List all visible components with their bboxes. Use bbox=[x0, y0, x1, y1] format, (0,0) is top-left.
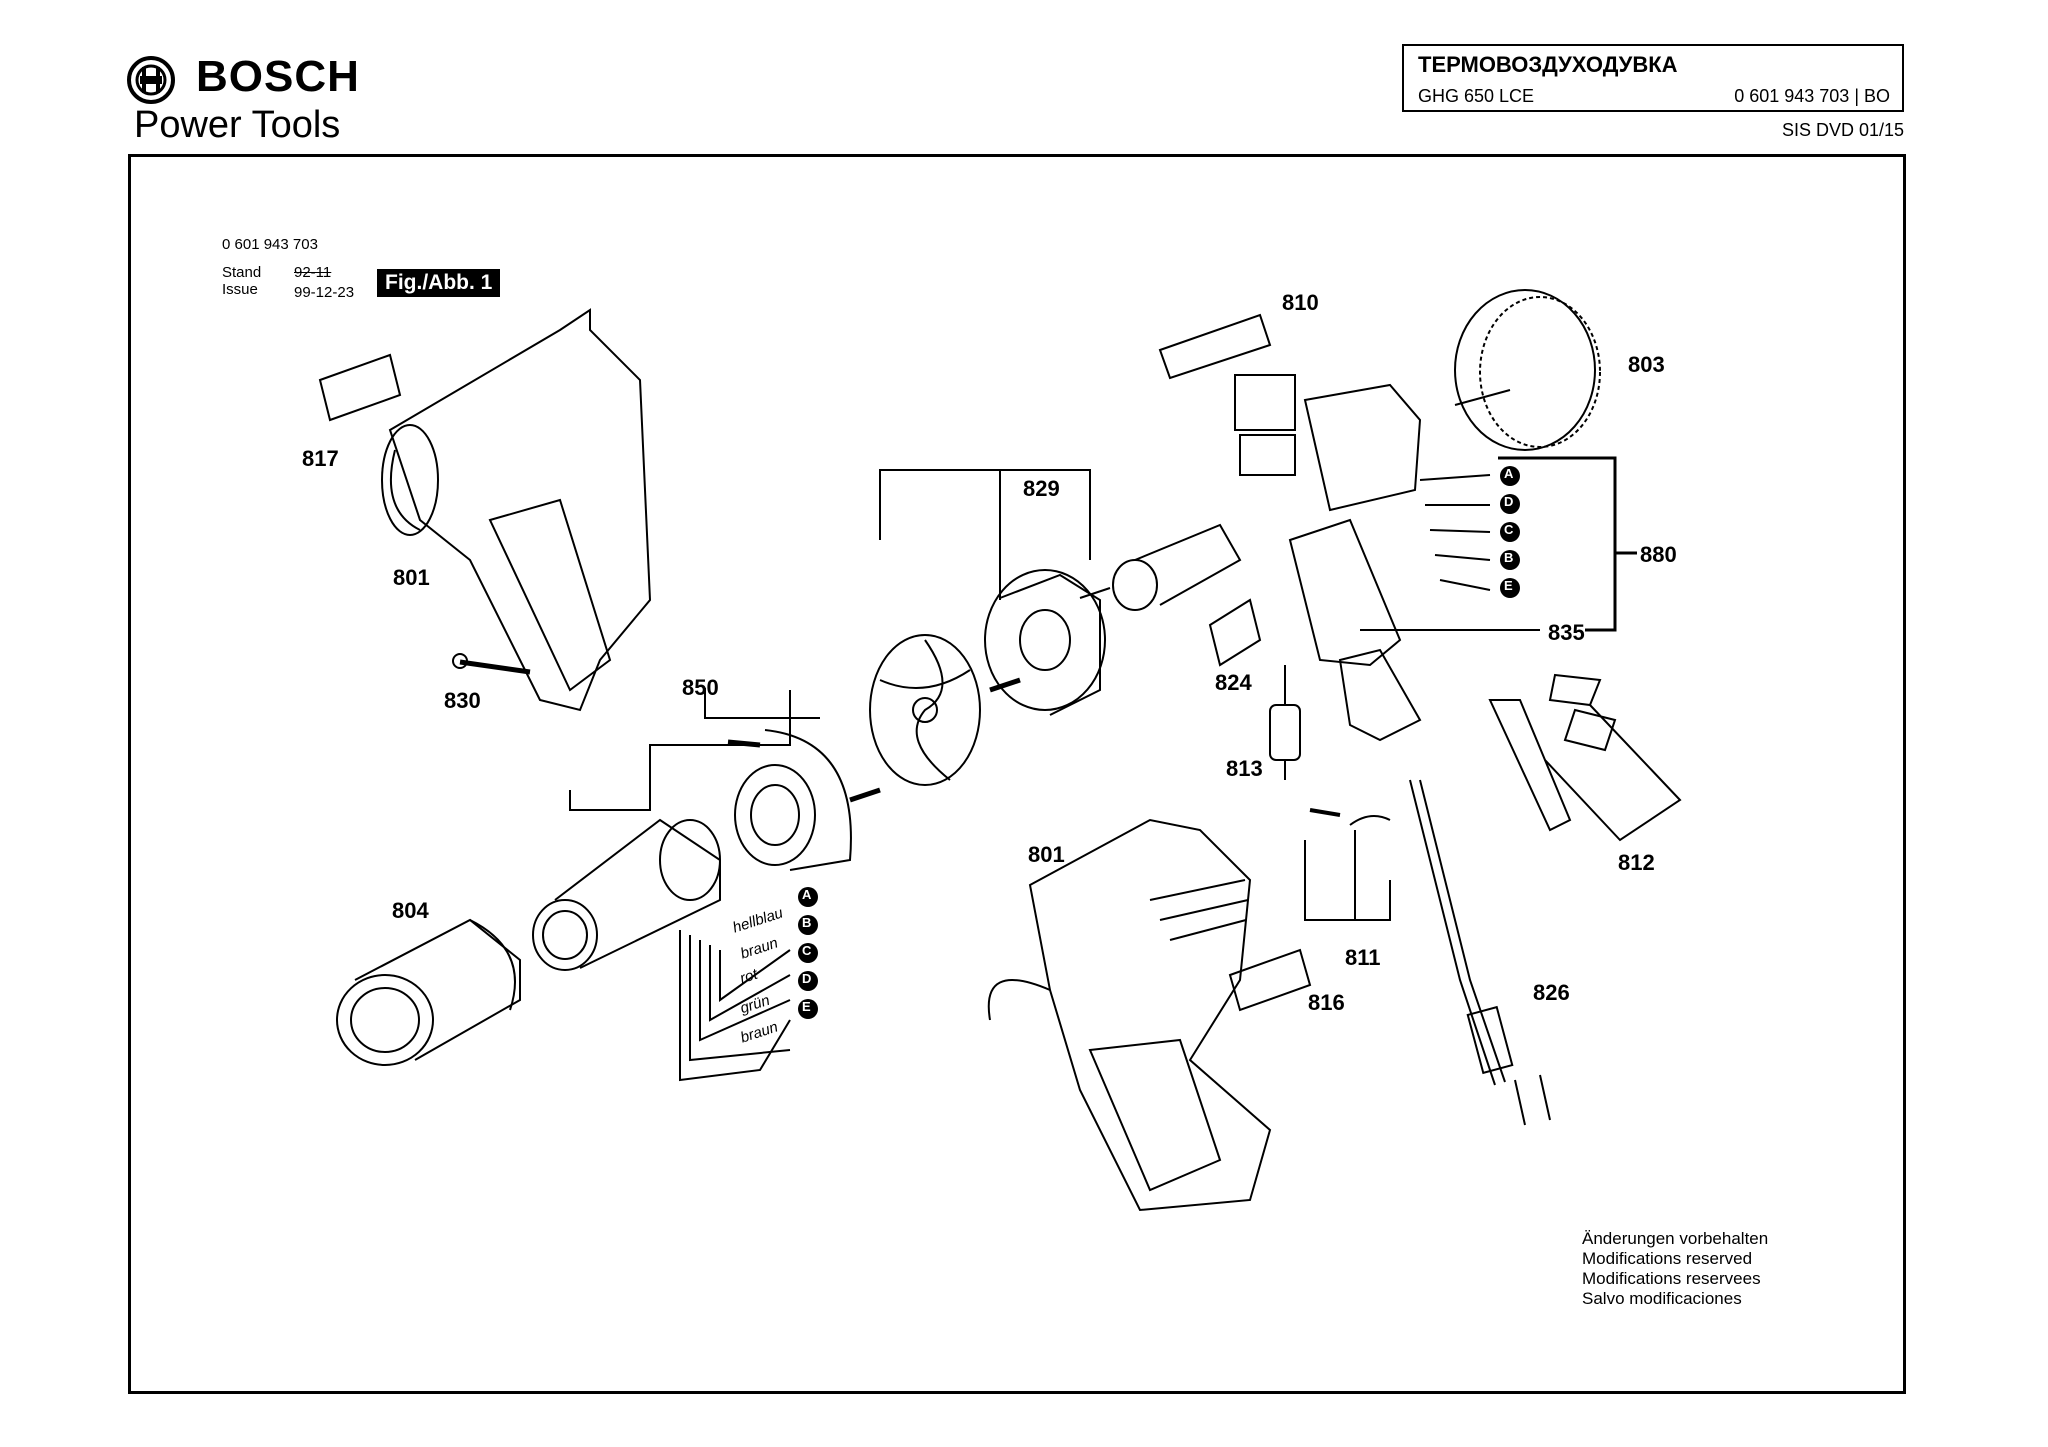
cable-clamp-812 bbox=[1488, 673, 1682, 842]
power-cable-826 bbox=[1409, 779, 1551, 1126]
wire-letter-e-left: E bbox=[802, 999, 811, 1014]
issue-value: 99-12-23 bbox=[294, 284, 355, 301]
wire-letter-b-left: B bbox=[802, 915, 812, 930]
callout-803: 803 bbox=[1628, 352, 1665, 377]
callout-817: 817 bbox=[302, 446, 339, 471]
note-es: Salvo modificaciones bbox=[1582, 1289, 1742, 1308]
document-title: ТЕРМОВОЗДУХОДУВКА bbox=[1418, 52, 1678, 77]
exploded-view-drawing bbox=[318, 289, 1682, 1212]
stand-label: Stand bbox=[222, 264, 262, 281]
note-en: Modifications reserved bbox=[1582, 1249, 1753, 1268]
figure-part-number: 0 601 943 703 bbox=[222, 236, 318, 253]
callout-801-lower: 801 bbox=[1028, 842, 1065, 867]
title-box: ТЕРМОВОЗДУХОДУВКА GHG 650 LCE 0 601 943 … bbox=[1402, 44, 1904, 112]
callout-804: 804 bbox=[392, 898, 429, 923]
switch-cover-810 bbox=[1158, 313, 1272, 380]
issue-label: Issue bbox=[222, 281, 258, 298]
adjusting-wheel-803 bbox=[1454, 289, 1601, 451]
bracket-824 bbox=[1208, 598, 1262, 667]
note-de: Änderungen vorbehalten bbox=[1582, 1229, 1769, 1248]
edition-label: SIS DVD 01/15 bbox=[1781, 120, 1904, 140]
note-fr: Modifications reservees bbox=[1582, 1269, 1761, 1288]
callout-826: 826 bbox=[1533, 980, 1570, 1005]
callout-816: 816 bbox=[1308, 990, 1345, 1015]
brand-subtitle: Power Tools bbox=[134, 104, 341, 146]
electronics-835 bbox=[1288, 383, 1422, 742]
motor bbox=[1079, 523, 1242, 611]
fan-impeller bbox=[869, 634, 981, 786]
wire-letter-c-right: C bbox=[1504, 522, 1514, 537]
wire-letter-c-left: C bbox=[802, 943, 812, 958]
capacitor-813 bbox=[1269, 665, 1301, 780]
callout-810: 810 bbox=[1282, 290, 1319, 315]
heating-tube bbox=[532, 818, 721, 971]
callout-835: 835 bbox=[1548, 620, 1585, 645]
brand-name: BOSCH bbox=[196, 52, 360, 101]
housing-half-lower bbox=[987, 818, 1312, 1212]
wire-letter-d-left: D bbox=[802, 971, 812, 986]
callout-811: 811 bbox=[1345, 945, 1381, 970]
callout-830: 830 bbox=[444, 688, 481, 713]
callout-850: 850 bbox=[682, 675, 719, 700]
wire-letter-d-right: D bbox=[1504, 494, 1514, 509]
stand-value: 92-11 bbox=[294, 264, 332, 281]
part-number: 0 601 943 703 | BO bbox=[1734, 86, 1890, 106]
label-plate-816 bbox=[1228, 948, 1312, 1012]
callout-812: 812 bbox=[1618, 850, 1655, 875]
tool-model: GHG 650 LCE bbox=[1418, 86, 1535, 106]
element-holder-850 bbox=[727, 729, 881, 871]
callout-880: 880 bbox=[1640, 542, 1677, 567]
housing-half-upper bbox=[388, 308, 652, 712]
callout-829: 829 bbox=[1023, 476, 1060, 501]
callout-801-upper: 801 bbox=[393, 565, 430, 590]
label-plate-817 bbox=[318, 353, 402, 422]
wire-letter-a-left: A bbox=[802, 887, 812, 902]
figure-label: Fig./Abb. 1 bbox=[377, 269, 501, 297]
wire-letter-e-right: E bbox=[1504, 578, 1513, 593]
wire-letter-a-right: A bbox=[1504, 466, 1514, 481]
screw-830 bbox=[459, 659, 531, 675]
callout-824: 824 bbox=[1215, 670, 1252, 695]
callout-813: 813 bbox=[1226, 756, 1263, 781]
fan-housing bbox=[984, 569, 1106, 716]
drawing-frame bbox=[128, 154, 1906, 1394]
wire-letter-b-right: B bbox=[1504, 550, 1514, 565]
nozzle-804 bbox=[336, 918, 521, 1066]
bosch-armature-logo bbox=[127, 56, 175, 104]
